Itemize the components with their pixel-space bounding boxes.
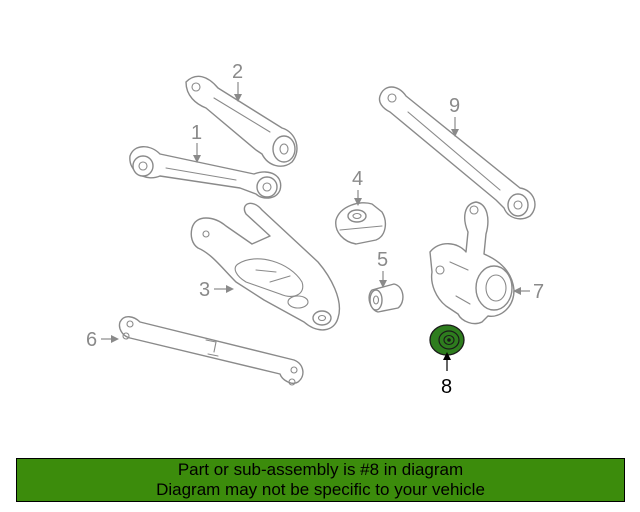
svg-text:2: 2	[232, 61, 243, 83]
part-3-trailing-arm[interactable]	[190, 202, 340, 331]
parts-diagram: 2 1 9 4	[86, 61, 544, 398]
part-8-bushing-highlighted[interactable]	[429, 324, 465, 356]
callout-8: 8	[441, 352, 452, 398]
callout-3: 3	[199, 279, 234, 301]
diagram-disclaimer: Diagram may not be specific to your vehi…	[156, 480, 485, 499]
svg-text:9: 9	[449, 95, 460, 117]
svg-text:4: 4	[352, 168, 363, 190]
svg-text:3: 3	[199, 279, 210, 301]
callout-2: 2	[232, 61, 243, 102]
svg-text:8: 8	[441, 376, 452, 398]
part-info-line: Part or sub-assembly is #8 in diagram	[177, 460, 464, 479]
part-2-control-arm[interactable]	[185, 75, 298, 167]
callout-1: 1	[191, 122, 202, 163]
part-4-mount[interactable]	[335, 202, 387, 245]
callout-6: 6	[86, 329, 119, 351]
part-9-link-arm[interactable]	[378, 86, 536, 220]
svg-text:1: 1	[191, 122, 202, 144]
callout-7: 7	[513, 281, 544, 303]
part-7-knuckle[interactable]	[429, 201, 515, 325]
callout-9: 9	[449, 95, 460, 137]
part-info-banner: Part or sub-assembly is #8 in diagram Di…	[16, 458, 625, 502]
part-5-bushing[interactable]	[368, 283, 404, 313]
callout-5: 5	[377, 249, 388, 288]
part-6-cross-member[interactable]	[118, 316, 304, 386]
svg-text:7: 7	[533, 281, 544, 303]
svg-text:5: 5	[377, 249, 388, 271]
callout-4: 4	[352, 168, 363, 206]
svg-text:6: 6	[86, 329, 97, 351]
part-1-control-arm[interactable]	[129, 146, 282, 199]
